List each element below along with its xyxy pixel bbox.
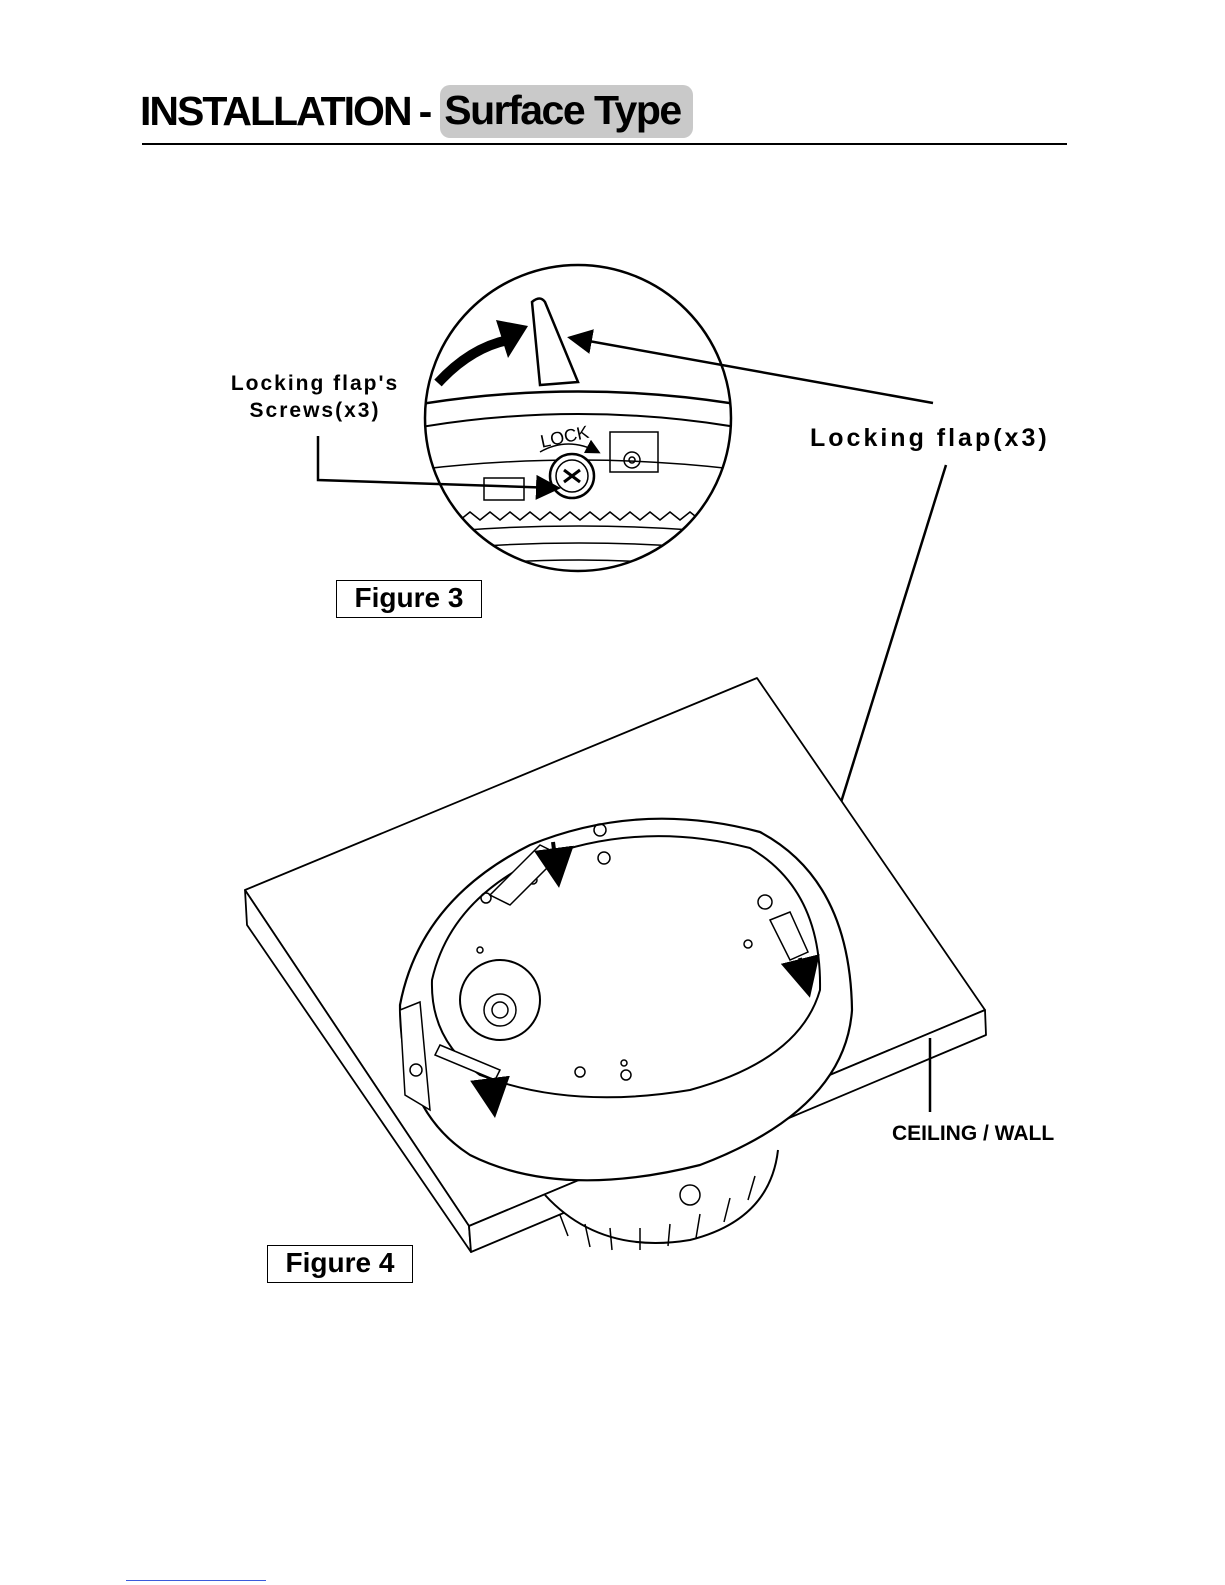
figure4-caption: Figure 4 bbox=[267, 1245, 413, 1283]
ceiling-wall-label: CEILING / WALL bbox=[892, 1122, 1054, 1146]
figure3-detail-circle: LOCK bbox=[415, 265, 742, 571]
footer-rule bbox=[126, 1580, 266, 1581]
screws-label-line2: Screws(x3) bbox=[200, 397, 430, 424]
screws-label: Locking flap's Screws(x3) bbox=[200, 370, 430, 424]
figure3-caption: Figure 3 bbox=[336, 580, 482, 618]
locking-flap-label: Locking flap(x3) bbox=[810, 424, 1050, 453]
screws-label-line1: Locking flap's bbox=[200, 370, 430, 397]
